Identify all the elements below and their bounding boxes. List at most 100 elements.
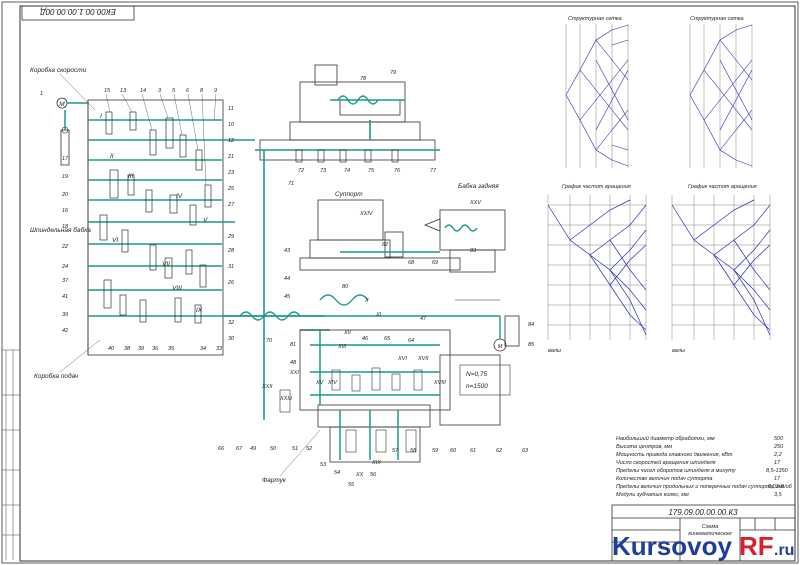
svg-text:67: 67 [236, 446, 243, 452]
svg-text:70: 70 [266, 338, 273, 344]
svg-text:24: 24 [61, 264, 68, 270]
svg-text:валы: валы [672, 348, 685, 354]
svg-text:8,5-1350: 8,5-1350 [766, 468, 789, 474]
svg-text:5: 5 [172, 88, 176, 94]
svg-text:VI: VI [112, 237, 118, 244]
support-assembly [299, 199, 461, 271]
svg-text:.ru: .ru [774, 542, 794, 559]
support-label: Суппорт [335, 191, 363, 198]
svg-text:56: 56 [370, 472, 377, 478]
svg-text:84: 84 [528, 322, 534, 328]
svg-text:82: 82 [382, 242, 388, 248]
svg-text:13: 13 [120, 88, 127, 94]
svg-text:XVII: XVII [417, 356, 429, 362]
svg-text:46: 46 [362, 336, 369, 342]
apron-assembly [299, 329, 501, 463]
svg-text:41: 41 [62, 294, 68, 300]
svg-text:76: 76 [394, 168, 401, 174]
drawing-code-rotated: ЕК00.00.1.00.00.00Д [40, 7, 116, 16]
apron-gears [279, 367, 423, 453]
inner-frame [19, 5, 796, 562]
svg-text:VIII: VIII [172, 285, 182, 292]
structural-grid-2: Структурная сетка [689, 16, 753, 168]
apron-label: Фартук [262, 477, 287, 484]
svg-text:Kursovoy: Kursovoy [612, 531, 732, 561]
svg-text:V: V [203, 217, 208, 224]
svg-text:M: M [59, 101, 65, 108]
apron-shafts [310, 330, 440, 460]
svg-text:21: 21 [227, 154, 234, 160]
svg-text:XVIII: XVIII [433, 380, 446, 386]
svg-text:78: 78 [360, 76, 367, 82]
motor-power: N=0,75 [466, 371, 488, 378]
main-motor: M [56, 97, 88, 166]
svg-text:10: 10 [228, 122, 235, 128]
svg-text:72: 72 [298, 168, 304, 174]
svg-text:48: 48 [290, 360, 297, 366]
svg-text:XXIII: XXIII [279, 396, 292, 402]
svg-text:85: 85 [528, 342, 535, 348]
svg-text:15: 15 [104, 88, 111, 94]
gearbox-housing [87, 99, 224, 356]
svg-text:39: 39 [138, 346, 144, 352]
svg-text:35: 35 [168, 346, 175, 352]
bottom-gear-numbers: 40 38 39 36 35 34 33 [108, 346, 223, 352]
svg-text:68: 68 [408, 260, 415, 266]
speed-box-label: Коробка скорости [30, 66, 87, 74]
rpm-chart-2: График частот вращения валы [671, 184, 771, 354]
svg-text:9: 9 [214, 88, 217, 94]
svg-text:Наибольший диаметр обработки,: Наибольший диаметр обработки, мм [616, 435, 715, 442]
svg-text:График частот вращения: График частот вращения [688, 184, 757, 190]
svg-text:График частот вращения: График частот вращения [562, 184, 631, 190]
svg-text:Модуль зубчатых колес, мм: Модуль зубчатых колес, мм [616, 492, 689, 498]
code-box [21, 5, 135, 21]
svg-text:III: III [128, 173, 134, 180]
svg-text:45: 45 [284, 294, 291, 300]
svg-text:XIII: XIII [337, 344, 347, 350]
svg-text:26: 26 [227, 280, 235, 286]
svg-text:M: M [498, 344, 503, 350]
title-name-2: кинематическая [688, 531, 731, 537]
label-motor-n: 1 [40, 91, 43, 97]
svg-text:59: 59 [432, 448, 438, 454]
svg-text:51: 51 [292, 446, 298, 452]
svg-text:31: 31 [228, 264, 234, 270]
svg-text:Пределы чисел оборотов шпиндел: Пределы чисел оборотов шпинделя в минуту [616, 468, 737, 474]
tailstock-assembly [423, 209, 506, 273]
svg-text:23: 23 [227, 170, 235, 176]
svg-text:25: 25 [227, 186, 235, 192]
svg-text:3,5: 3,5 [774, 492, 783, 498]
svg-text:20: 20 [61, 192, 69, 198]
svg-text:54: 54 [334, 470, 340, 476]
svg-text:Число скоростей вращения шпинд: Число скоростей вращения шпинделя [616, 459, 716, 466]
svg-text:22: 22 [61, 244, 68, 250]
svg-text:57: 57 [392, 448, 399, 454]
svg-text:40: 40 [108, 346, 115, 352]
svg-text:XII: XII [343, 330, 351, 336]
svg-text:47: 47 [420, 316, 427, 322]
svg-text:37: 37 [62, 278, 69, 284]
svg-text:65: 65 [384, 336, 391, 342]
svg-text:77: 77 [430, 168, 437, 174]
svg-text:50: 50 [270, 446, 277, 452]
svg-text:19: 19 [62, 174, 68, 180]
tailstock-label: Бабка задняя [458, 182, 499, 190]
svg-text:6: 6 [186, 88, 190, 94]
svg-text:53: 53 [320, 462, 327, 468]
svg-text:Мощность привода главного движ: Мощность привода главного движения, кВт [616, 452, 733, 458]
svg-text:73: 73 [320, 168, 327, 174]
svg-text:RF: RF [739, 531, 774, 561]
apron-gear-number-row: 66 67 49 50 51 52 53 54 55 56 57 58 59 6… [218, 446, 529, 488]
svg-text:58: 58 [410, 448, 417, 454]
svg-text:42: 42 [62, 328, 68, 334]
svg-text:17: 17 [62, 156, 69, 162]
svg-text:XXII: XXII [261, 384, 273, 390]
svg-text:44: 44 [284, 276, 290, 282]
svg-text:валы: валы [548, 348, 561, 354]
